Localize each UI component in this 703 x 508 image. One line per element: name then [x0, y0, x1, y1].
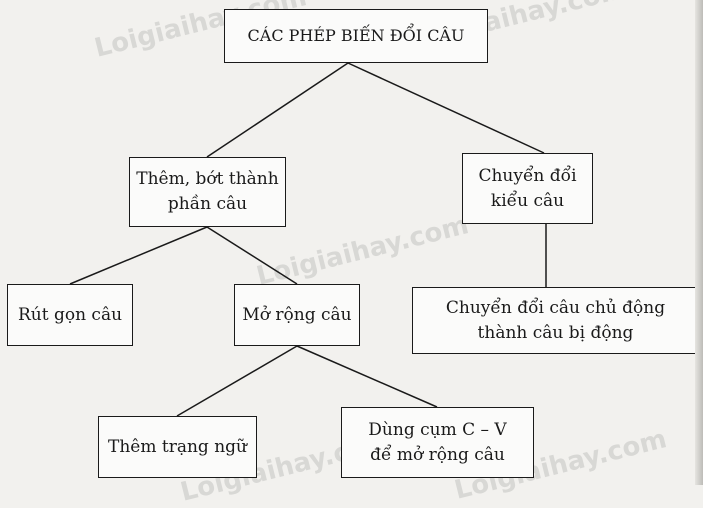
page-edge-shadow — [695, 0, 703, 485]
node-use-sv-phrase-label: Dùng cụm C – V để mở rộng câu — [368, 419, 507, 465]
node-convert-sentence-type: Chuyển đổi kiểu câu — [462, 153, 593, 224]
node-expand-sentence: Mở rộng câu — [234, 284, 360, 346]
node-shorten-label: Rút gọn câu — [17, 304, 123, 325]
connector-add-remove-to-shorten — [69, 226, 208, 285]
diagram-canvas: Loigiaihay.com Loigiaihay.com Loigiaihay… — [7, 0, 703, 508]
node-add-adverbial: Thêm trạng ngữ — [98, 416, 257, 478]
node-root-label: CÁC PHÉP BIẾN ĐỔI CÂU — [247, 26, 465, 46]
connector-expand-to-sv-phrase — [296, 345, 438, 408]
node-convert-type-label: Chuyển đổi kiểu câu — [478, 165, 577, 211]
node-root: CÁC PHÉP BIẾN ĐỔI CÂU — [224, 9, 488, 63]
node-add-remove-components: Thêm, bớt thành phần câu — [129, 157, 286, 227]
node-active-to-passive: Chuyển đổi câu chủ động thành câu bị độn… — [412, 287, 699, 354]
node-expand-label: Mở rộng câu — [242, 304, 352, 325]
connector-add-remove-to-expand — [206, 226, 298, 285]
node-add-adverbial-label: Thêm trạng ngữ — [108, 436, 247, 457]
node-add-remove-label: Thêm, bớt thành phần câu — [136, 169, 279, 214]
connector-expand-to-adverbial — [176, 345, 298, 417]
node-active-to-passive-label: Chuyển đổi câu chủ động thành câu bị độn… — [445, 297, 666, 343]
connector-root-to-add-remove — [206, 62, 349, 158]
node-shorten-sentence: Rút gọn câu — [7, 284, 133, 346]
connector-lines — [69, 62, 547, 417]
node-use-sv-phrase: Dùng cụm C – V để mở rộng câu — [341, 407, 534, 478]
connector-root-to-convert-type — [347, 62, 545, 154]
